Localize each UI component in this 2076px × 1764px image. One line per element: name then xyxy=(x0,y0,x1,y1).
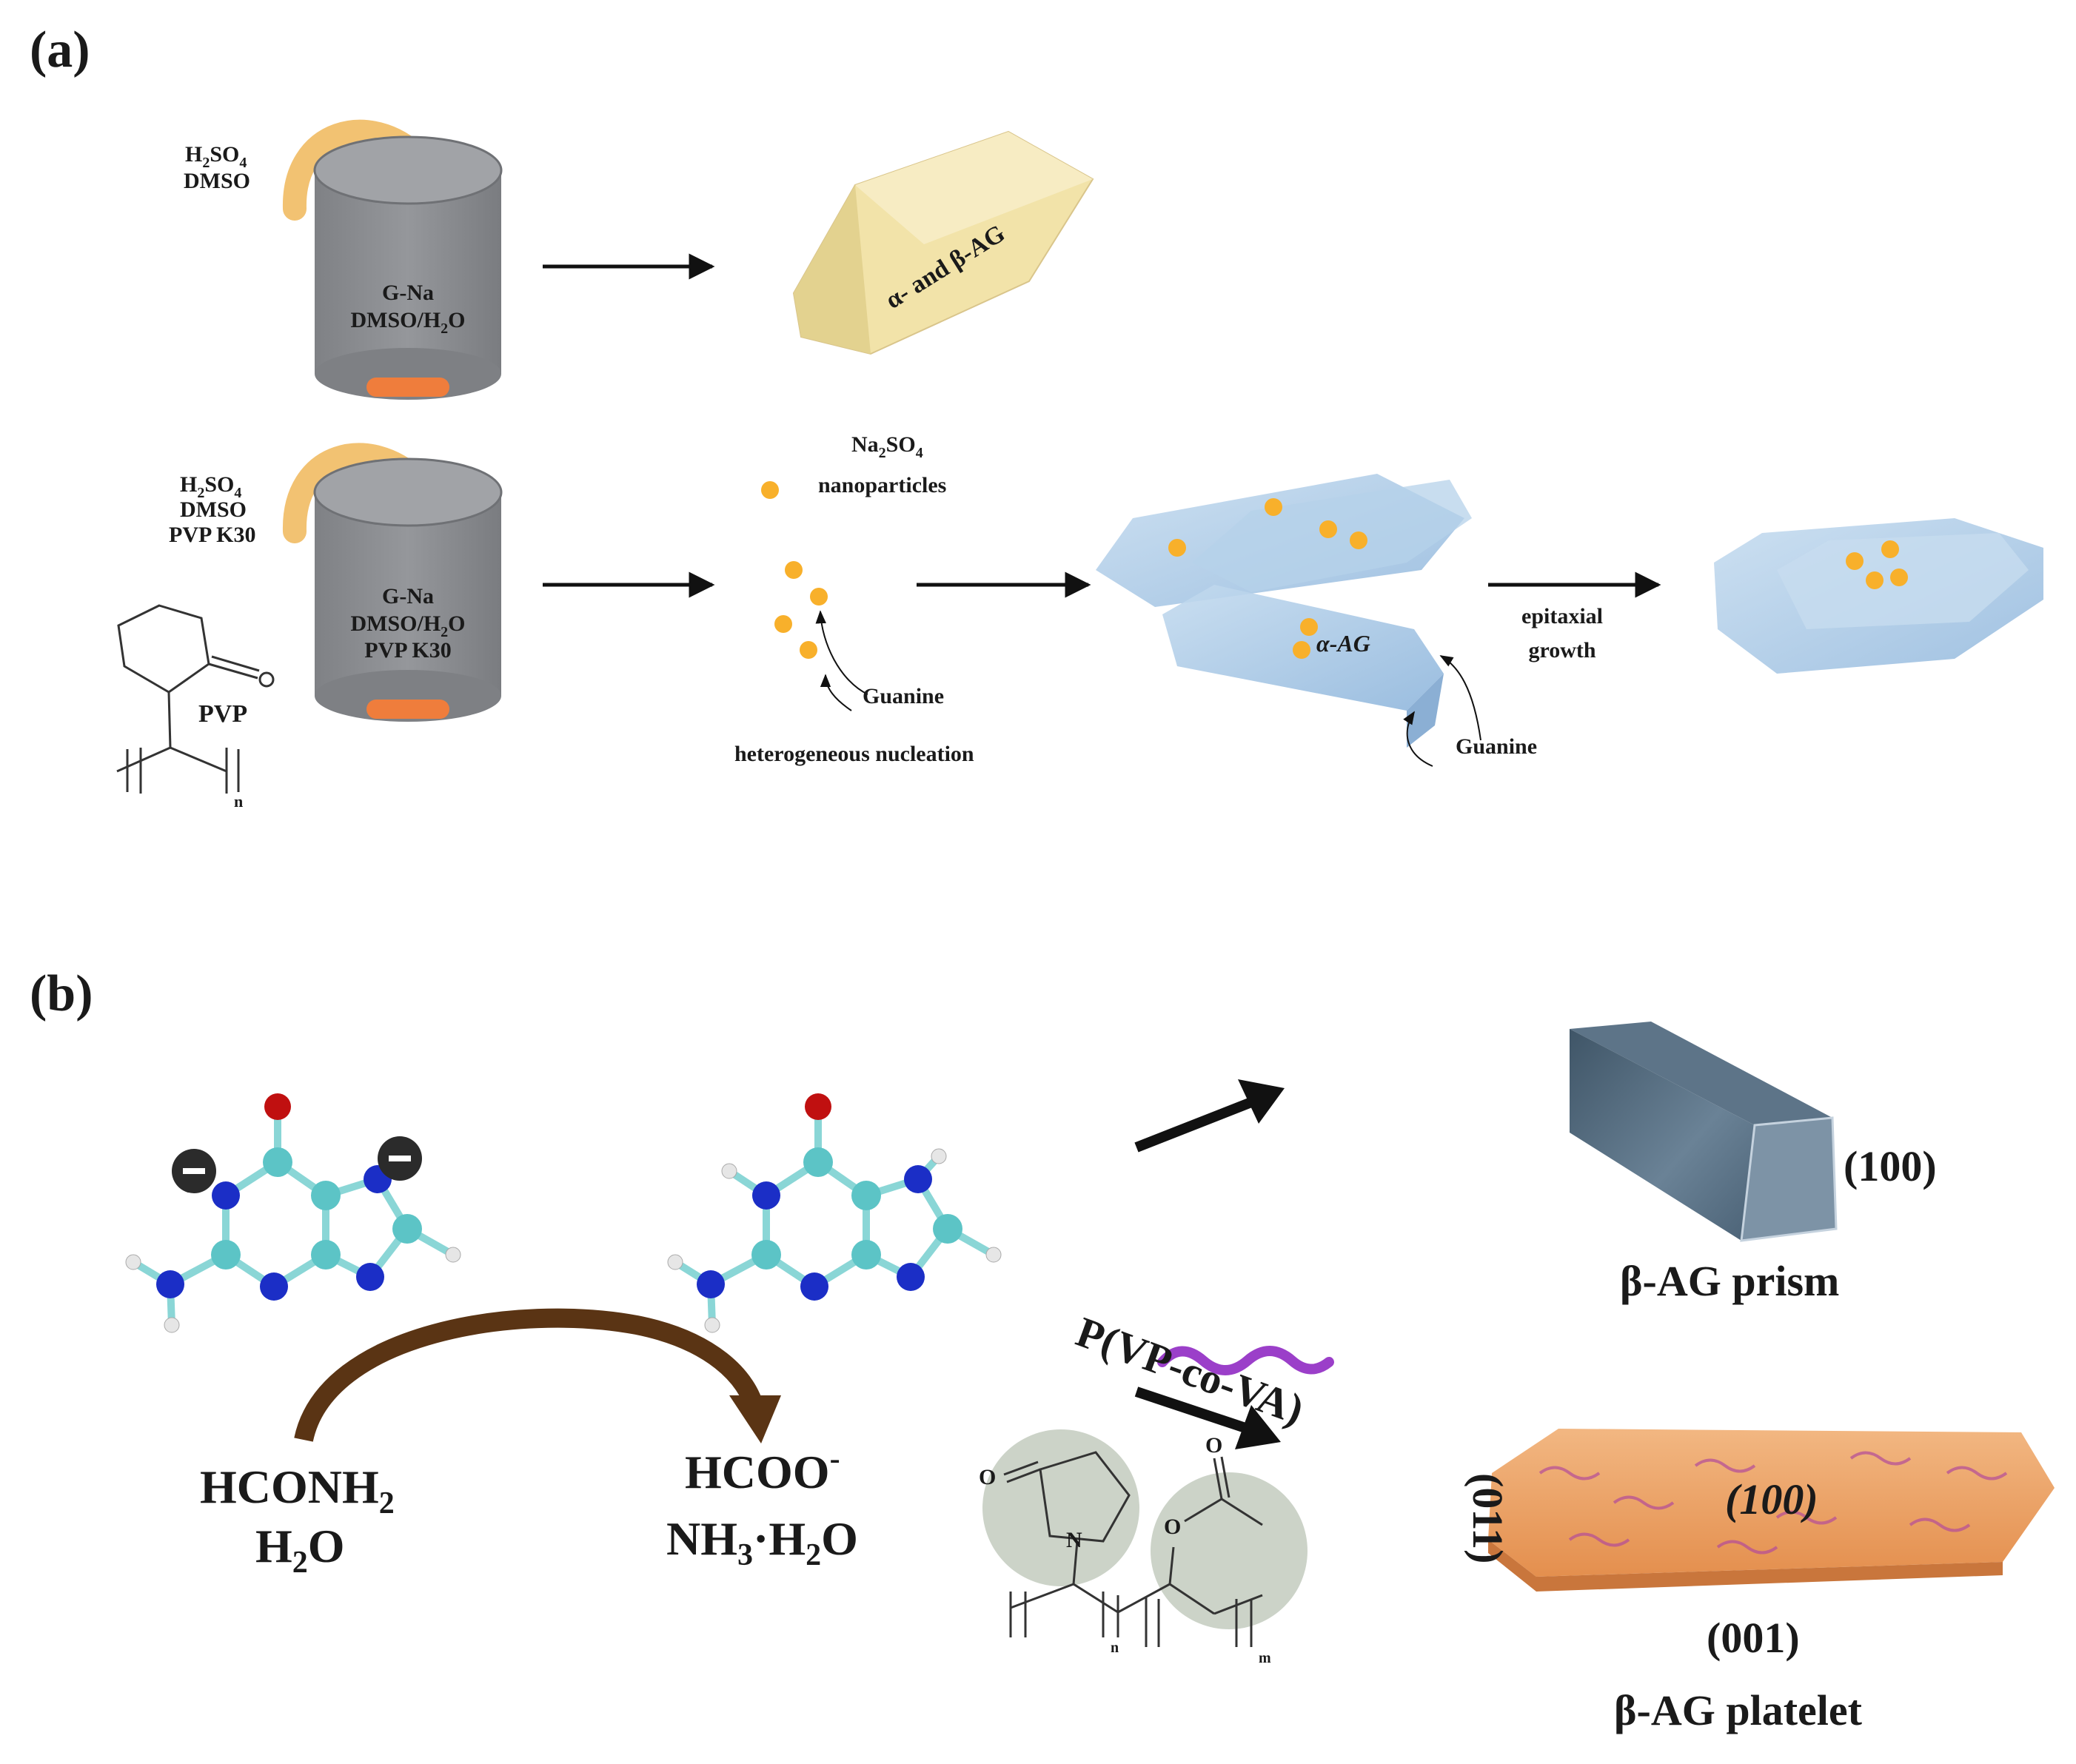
epitaxial-dots xyxy=(1846,540,1908,589)
beta-ag-prism xyxy=(1570,1022,1838,1242)
svg-text:H2SO4: H2SO4 xyxy=(180,472,241,501)
svg-text:DMSO: DMSO xyxy=(184,169,250,193)
row1-reagents: H2SO4 DMSO xyxy=(184,142,250,193)
prism-name: β-AG prism xyxy=(1620,1257,1839,1305)
svg-text:O: O xyxy=(979,1465,996,1489)
formamide-label: HCONH2 xyxy=(200,1461,395,1520)
formate-label: HCOO- xyxy=(685,1442,840,1498)
platelet-face-side: (011) xyxy=(1464,1473,1512,1563)
svg-text:n: n xyxy=(1111,1640,1119,1656)
yellow-crystal xyxy=(792,130,1094,355)
nanoparticle-formula: Na2SO4 xyxy=(851,432,923,461)
stir-bar-1 xyxy=(366,378,449,397)
svg-text:m: m xyxy=(1259,1650,1271,1666)
platelet-name: β-AG platelet xyxy=(1614,1686,1863,1734)
platelet-arrowhead xyxy=(1235,1405,1281,1449)
svg-text:H2SO4: H2SO4 xyxy=(185,142,247,171)
guanine-label-2: Guanine xyxy=(1456,734,1537,759)
svg-text:PVP K30: PVP K30 xyxy=(169,523,256,547)
blue-crystal-cluster xyxy=(1096,474,1472,748)
platelet-face-bottom: (001) xyxy=(1707,1614,1800,1662)
pvp-structure xyxy=(116,604,275,794)
guanine-label-1: Guanine xyxy=(863,684,944,708)
platelet-face-top: (100) xyxy=(1725,1475,1818,1523)
epitaxial-crystal xyxy=(1714,518,2043,674)
svg-text:N: N xyxy=(1066,1528,1082,1552)
guanine-arrow-1b xyxy=(820,674,852,711)
svg-text:DMSO: DMSO xyxy=(180,497,247,522)
svg-text:O: O xyxy=(1205,1433,1222,1458)
nanoparticle-dots xyxy=(761,481,828,659)
nucleation-label: heterogeneous nucleation xyxy=(734,742,974,766)
hydrolysis-arrow xyxy=(294,1308,765,1443)
epitaxial-label-2: growth xyxy=(1528,638,1595,663)
copolymer-structure: O N O O n m xyxy=(979,1429,1307,1666)
panel-b-label: (b) xyxy=(30,965,93,1022)
pvp-subscript-n: n xyxy=(234,792,243,811)
blue-crystal-dots xyxy=(1168,498,1367,659)
guanine-arrow-2 xyxy=(1403,711,1433,767)
vessel-2-line2: DMSO/H2O xyxy=(350,611,465,640)
ammonia-label: NH3·H2O xyxy=(666,1512,858,1572)
prism-arrowhead xyxy=(1238,1079,1285,1124)
vessel-1-line1: G-Na xyxy=(382,281,434,305)
water-label: H2O xyxy=(255,1520,345,1580)
stir-bar-2 xyxy=(366,700,449,719)
beta-ag-platelet xyxy=(1488,1429,2055,1592)
platelet-arrow xyxy=(1134,1386,1261,1438)
hydrolysis-arrowhead xyxy=(729,1395,781,1443)
epitaxial-label-1: epitaxial xyxy=(1521,604,1603,628)
copolymer-squiggle xyxy=(1157,1346,1334,1375)
vessel-2-line3: PVP K30 xyxy=(364,638,452,663)
vessel-1-line2: DMSO/H2O xyxy=(350,308,465,337)
pvp-label: PVP xyxy=(198,700,247,728)
row2-reagents: H2SO4 DMSO PVP K30 xyxy=(169,472,256,547)
nanoparticle-label: nanoparticles xyxy=(818,473,946,497)
crystal-label-alpha: α-AG xyxy=(1316,630,1370,657)
prism-face-label: (100) xyxy=(1844,1142,1937,1190)
reaction-vessel-1 xyxy=(313,135,503,400)
vessel-2-line1: G-Na xyxy=(382,584,434,608)
guanine-arrow-2b xyxy=(1439,655,1481,741)
guanine-arrow-1 xyxy=(815,610,868,695)
guanine-anion-molecule xyxy=(125,1093,461,1333)
svg-text:O: O xyxy=(1164,1515,1181,1539)
reaction-vessel-2 xyxy=(313,457,503,722)
panel-a-label: (a) xyxy=(30,21,90,78)
guanine-molecule xyxy=(667,1093,1002,1333)
